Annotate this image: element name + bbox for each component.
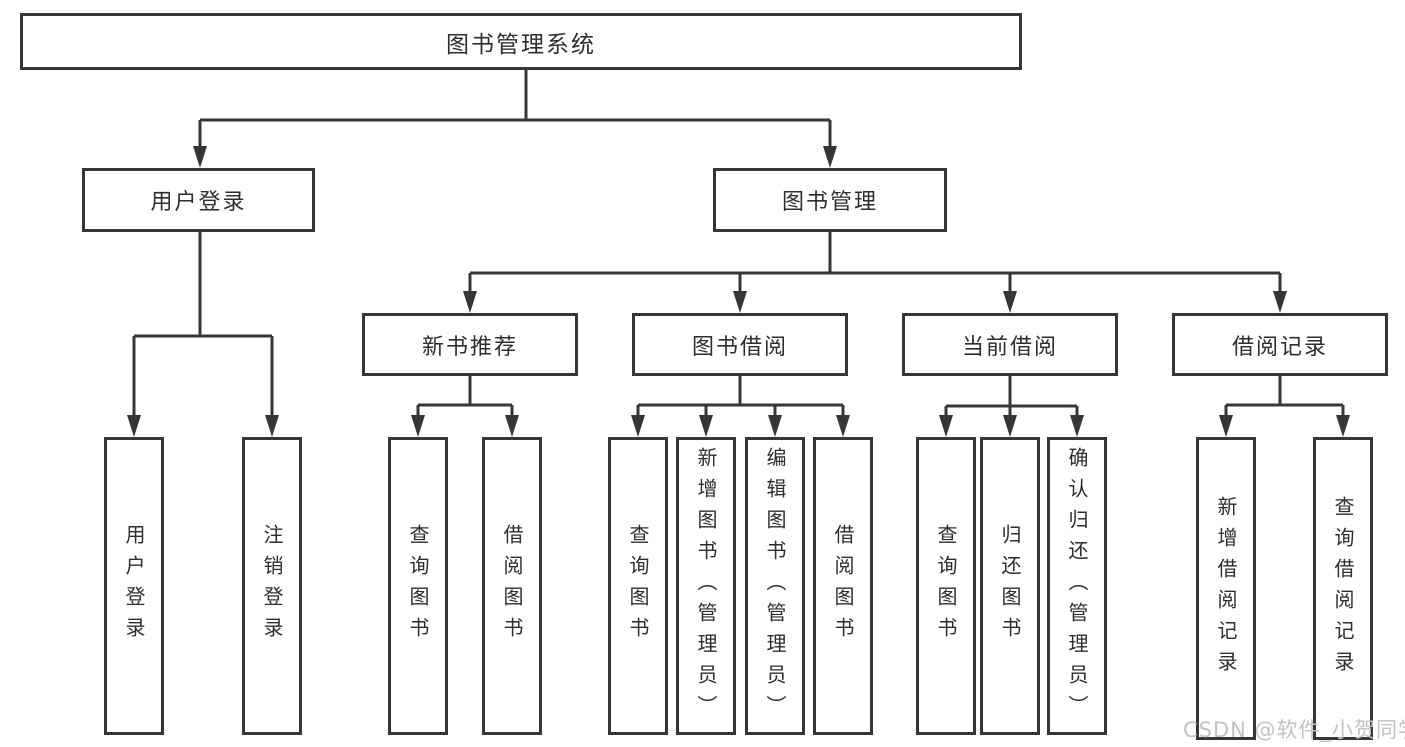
node-book-management-label: 图书管理 [781, 190, 878, 215]
connector-book-management [468, 232, 1282, 296]
leaf-logout: 注销登录 [242, 437, 302, 735]
arrowhead [411, 415, 425, 437]
leaf-edit-books-admin: 编辑图书（管理员） [745, 437, 805, 735]
leaf-user-login: 用户登录 [104, 437, 164, 735]
arrowhead [1003, 291, 1017, 313]
arrowhead [733, 291, 747, 313]
leaf-query-books-borrow: 查询图书 [608, 437, 668, 735]
arrowhead [939, 415, 953, 437]
node-borrow-records: 借阅记录 [1172, 313, 1388, 376]
leaf-query-borrow-record: 查询借阅记录 [1313, 437, 1373, 740]
leaf-borrow-books-recommend-label: 借阅图书 [500, 524, 524, 648]
arrowhead [193, 146, 207, 168]
arrowhead [127, 415, 141, 437]
arrowhead [699, 415, 713, 437]
arrowheads [127, 146, 1350, 437]
arrowhead [631, 415, 645, 437]
leaf-borrow-books-label: 借阅图书 [831, 524, 855, 648]
leaf-query-borrow-record-label: 查询借阅记录 [1331, 495, 1355, 682]
arrowhead [463, 291, 477, 313]
leaf-add-books-admin-label: 新增图书（管理员） [694, 446, 718, 726]
leaf-query-books-recommend: 查询图书 [388, 437, 448, 735]
arrowhead [265, 415, 279, 437]
node-book-management: 图书管理 [713, 168, 947, 232]
leaf-return-books: 归还图书 [980, 437, 1040, 735]
arrowhead [836, 415, 850, 437]
node-current-borrow-label: 当前借阅 [961, 334, 1058, 360]
leaf-query-books-borrow-label: 查询图书 [626, 524, 650, 648]
leaf-borrow-books-recommend: 借阅图书 [482, 437, 542, 735]
connector-user-login [132, 232, 274, 420]
connector-new-book [416, 376, 514, 421]
leaf-confirm-return-admin: 确认归还（管理员） [1047, 437, 1107, 735]
arrowhead [768, 415, 782, 437]
arrowhead [1273, 291, 1287, 313]
leaf-query-books-recommend-label: 查询图书 [406, 524, 430, 648]
leaf-add-books-admin: 新增图书（管理员） [676, 437, 736, 735]
arrowhead [505, 415, 519, 437]
leaf-add-borrow-record: 新增借阅记录 [1196, 437, 1256, 740]
leaf-edit-books-admin-label: 编辑图书（管理员） [763, 446, 787, 726]
leaf-return-books-label: 归还图书 [998, 524, 1022, 648]
connector-borrow-records [1224, 376, 1345, 421]
node-user-login: 用户登录 [82, 168, 315, 232]
leaf-add-borrow-record-label: 新增借阅记录 [1214, 495, 1238, 682]
leaf-logout-label: 注销登录 [260, 524, 284, 648]
node-current-borrow: 当前借阅 [902, 313, 1118, 376]
connector-book-borrow [636, 376, 845, 421]
node-library-system: 图书管理系统 [20, 13, 1022, 70]
node-new-book-recommend-label: 新书推荐 [421, 334, 518, 360]
leaf-query-books-current: 查询图书 [916, 437, 976, 735]
node-book-borrow: 图书借阅 [632, 313, 848, 376]
watermark: CSDN @软件_小贺同学 [1183, 718, 1405, 742]
connector-root [198, 70, 832, 150]
node-borrow-records-label: 借阅记录 [1231, 334, 1328, 360]
connector-current-borrow [944, 376, 1079, 421]
leaf-user-login-label: 用户登录 [122, 524, 146, 648]
arrowhead [1336, 415, 1350, 437]
leaf-borrow-books: 借阅图书 [813, 437, 873, 735]
leaf-confirm-return-admin-label: 确认归还（管理员） [1065, 446, 1089, 726]
arrowhead [1003, 415, 1017, 437]
leaf-query-books-current-label: 查询图书 [934, 524, 958, 648]
arrowhead [1219, 415, 1233, 437]
node-user-login-label: 用户登录 [150, 190, 247, 215]
node-book-borrow-label: 图书借阅 [691, 334, 788, 360]
node-library-system-label: 图书管理系统 [446, 31, 596, 58]
arrowhead [823, 146, 837, 168]
node-new-book-recommend: 新书推荐 [362, 313, 578, 376]
arrowhead [1070, 415, 1084, 437]
